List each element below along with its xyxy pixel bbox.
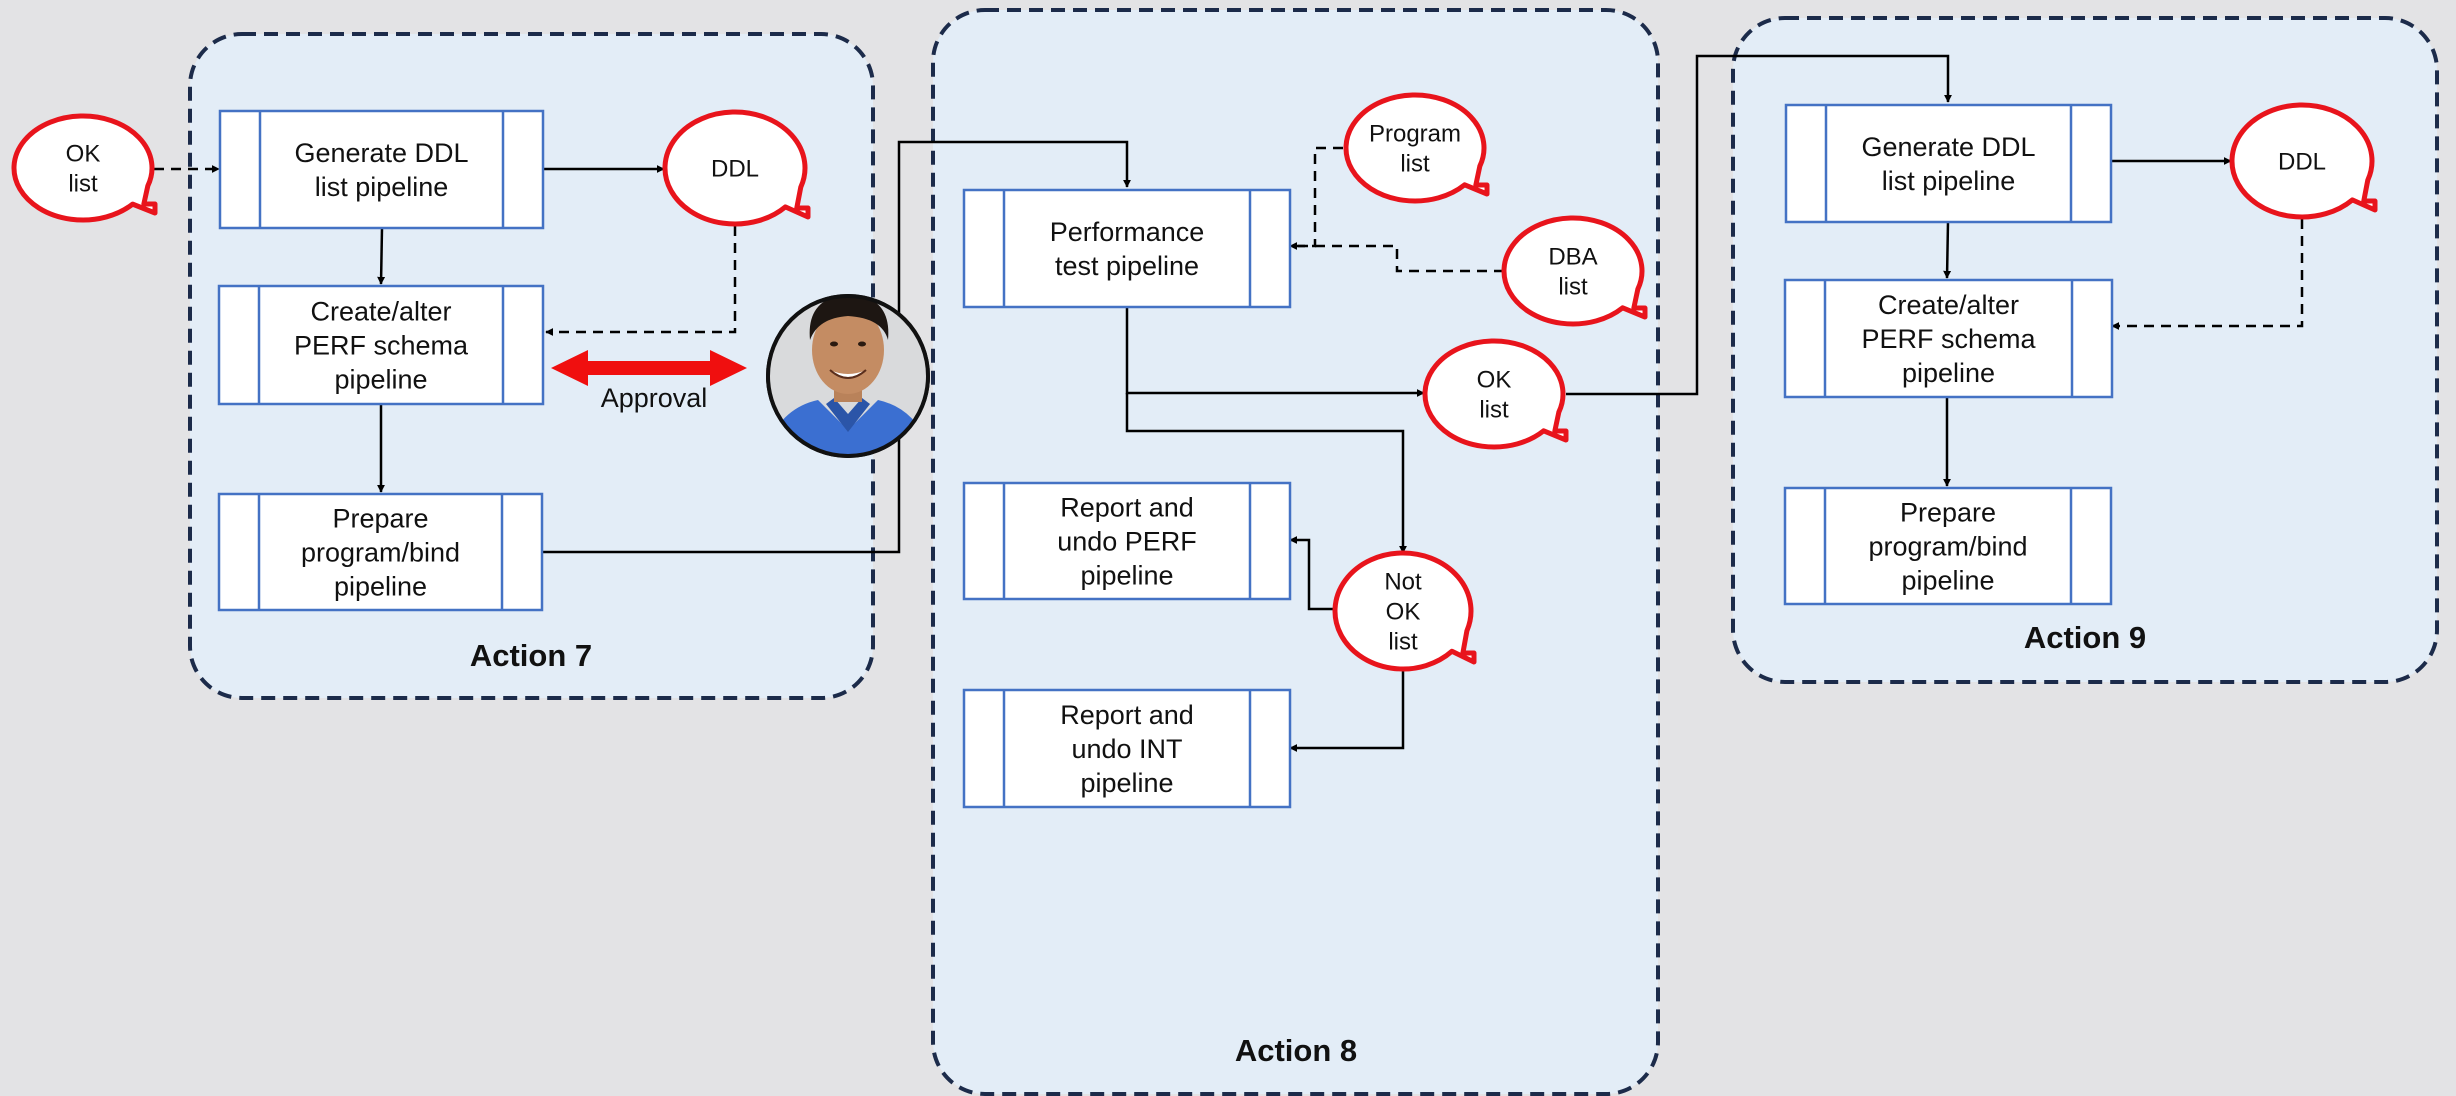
process-box-line: list pipeline (1882, 166, 2016, 196)
action7-label: Action 7 (470, 638, 592, 673)
arrow-not-ok-to-report-perf (1289, 536, 1335, 611)
process-box-a8-report-int: Report and undo INT pipeline (962, 688, 1292, 809)
action9-label: Action 9 (2024, 620, 2146, 655)
process-box-line: Create/alter (310, 296, 451, 326)
callout-line: list (68, 170, 98, 197)
process-box-line: pipeline (334, 364, 427, 394)
callout-line: OK (1386, 598, 1421, 625)
callout-program-list: Program list (1343, 92, 1490, 204)
arrow-dba-list-to-perf-test (1290, 244, 1504, 273)
process-box-line: undo PERF (1057, 526, 1197, 556)
process-box-a9-generate-ddl: Generate DDL list pipeline (1784, 103, 2113, 224)
process-box-line: pipeline (334, 571, 427, 601)
callout-line: list (1479, 396, 1509, 423)
callout-line: Not (1384, 568, 1422, 595)
process-box-line: pipeline (1902, 358, 1995, 388)
process-box-line: pipeline (1080, 560, 1173, 590)
process-box-line: pipeline (1901, 565, 1994, 595)
process-box-line: program/bind (1868, 531, 2027, 561)
callout-ddl-a7: DDL (662, 109, 811, 227)
process-box-a9-prepare: Prepare program/bind pipeline (1783, 486, 2113, 606)
process-box-line: Prepare (332, 503, 428, 533)
callout-line: Program (1369, 120, 1461, 147)
callout-line: OK (66, 140, 101, 167)
approval-label: Approval (601, 383, 708, 413)
callout-line: DBA (1548, 243, 1597, 270)
arrow-generate-to-create (377, 227, 386, 285)
process-box-line: Performance (1050, 217, 1205, 247)
process-box-line: test pipeline (1055, 251, 1199, 281)
approval-double-arrow (551, 350, 747, 386)
callout-line: DDL (2278, 148, 2326, 175)
arrow-prepare-to-perf-test (542, 140, 1131, 554)
process-box-line: Create/alter (1878, 290, 2019, 320)
connectors (154, 54, 2304, 752)
process-box-a8-report-perf: Report and undo PERF pipeline (962, 481, 1292, 601)
process-box-line: program/bind (301, 537, 460, 567)
arrow-ddl-to-create (545, 226, 737, 336)
callout-line: DDL (711, 155, 759, 182)
process-box-line: undo INT (1071, 734, 1182, 764)
arrow-generate-ddl-a9-to-create (1943, 221, 1952, 279)
process-box-line: Generate DDL (294, 138, 468, 168)
process-box-line: Report and (1060, 700, 1194, 730)
callout-line: list (1388, 628, 1418, 655)
process-box-line: pipeline (1080, 768, 1173, 798)
process-box-line: Prepare (1900, 497, 1996, 527)
callout-dba-list: DBA list (1501, 215, 1648, 327)
callout-line: list (1400, 150, 1430, 177)
process-box-a8-perf-test: Performance test pipeline (962, 188, 1292, 309)
process-box-line: PERF schema (1861, 324, 2036, 354)
callout-ok-list-a8: OK list (1422, 338, 1569, 450)
process-box-a7-prepare: Prepare program/bind pipeline (217, 492, 544, 612)
process-box-line: Report and (1060, 492, 1194, 522)
arrow-not-ok-to-report-int (1289, 670, 1405, 752)
process-box-a7-generate-ddl: Generate DDL list pipeline (218, 109, 545, 230)
process-box-line: PERF schema (294, 330, 469, 360)
callout-line: list (1558, 273, 1588, 300)
process-box-line: Generate DDL (1861, 132, 2035, 162)
arrow-ddl-a9-to-create (2111, 219, 2304, 330)
arrow-ok-list-to-generate-ddl-a9 (1566, 54, 1952, 396)
arrow-perf-test-to-not-ok-list (1125, 393, 1407, 554)
callout-ok-list-input: OK list (11, 113, 158, 223)
callout-line: OK (1477, 366, 1512, 393)
callout-ddl-a9: DDL (2229, 102, 2378, 220)
action8-label: Action 8 (1235, 1033, 1357, 1068)
process-box-line: list pipeline (315, 172, 449, 202)
